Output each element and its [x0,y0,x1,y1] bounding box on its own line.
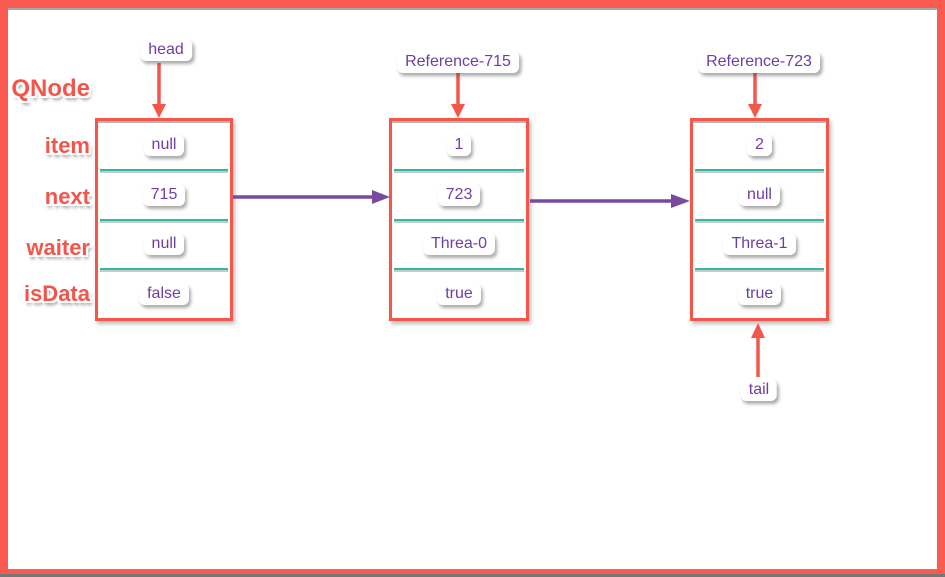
node1-waiter-value: Threa-0 [422,233,496,256]
node0-next-value: 715 [142,183,186,206]
reference-723-arrowhead-icon [748,104,762,118]
node-cell: null [98,221,230,269]
node-cell: 2 [693,121,826,169]
cell-separator [394,218,524,221]
node-cell: Threa-0 [392,221,526,269]
node1-isdata-value: true [437,283,481,306]
tail-pointer-label: tail [740,379,778,401]
field-label-item: item [44,133,90,158]
tail-arrowhead-icon [751,323,765,338]
class-label: QNode [11,75,90,102]
node-box-head: null 715 null false [95,118,233,321]
node-cell: false [98,270,230,318]
head-arrowhead-icon [152,104,166,118]
cell-separator [695,168,824,171]
node1-item-value: 1 [446,133,472,156]
cell-separator [100,218,228,221]
node2-waiter-value: Threa-1 [723,233,796,256]
frame-top-shadow [8,8,937,10]
field-label-next: next [44,184,90,209]
node2-isdata-value: true [737,283,782,306]
node-cell: 715 [98,171,230,219]
node2-next-arrowhead-icon [671,194,690,208]
cell-separator [100,168,228,171]
node0-waiter-value: null [143,233,185,256]
node-box-reference-723: 2 null Threa-1 true [690,118,829,321]
head-pointer-label: head [140,39,192,61]
node0-item-value: null [143,133,185,156]
node0-isdata-value: false [139,283,189,306]
reference-715-arrowhead-icon [451,104,465,118]
cell-separator [695,218,824,221]
node-cell: 723 [392,171,526,219]
reference-723-pointer-label: Reference-723 [698,51,820,73]
field-label-isdata: isData [23,281,90,306]
node-cell: 1 [392,121,526,169]
field-label-waiter: waiter [26,235,90,260]
cell-separator [394,168,524,171]
node-cell: true [392,270,526,318]
node1-next-value: 723 [437,183,481,206]
node-cell: true [693,270,826,318]
node-cell: Threa-1 [693,221,826,269]
cell-separator [394,268,524,271]
node2-item-value: 2 [747,133,772,156]
node-cell: null [98,121,230,169]
node-cell: null [693,171,826,219]
reference-715-pointer-label: Reference-715 [397,51,519,73]
cell-separator [100,268,228,271]
node1-next-arrowhead-icon [372,190,390,204]
node-box-reference-715: 1 723 Threa-0 true [389,118,529,321]
node2-next-value: null [739,183,780,206]
cell-separator [695,268,824,271]
